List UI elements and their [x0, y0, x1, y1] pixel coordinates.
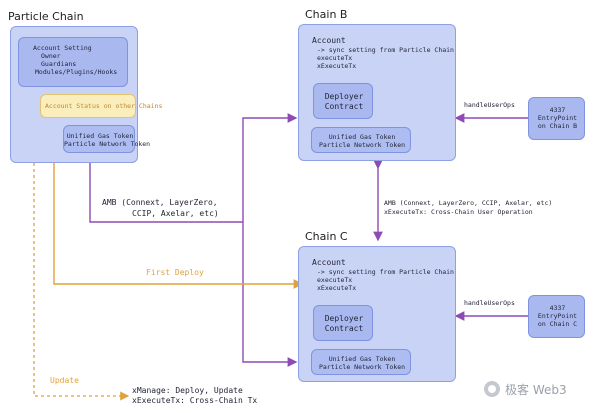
watermark-logo-icon	[484, 381, 500, 397]
update-label: Update	[50, 376, 79, 385]
watermark: 极客 Web3	[484, 378, 600, 400]
entrypoint-b-line2: EntryPoint	[537, 114, 578, 122]
chain-b-handle-label: handleUserOps	[464, 101, 515, 109]
chain-b-deployer-line1: Deployer	[324, 92, 364, 101]
chain-b-deployer-line2: Contract	[324, 102, 364, 111]
chain-b-gas-box: Unified Gas Token Particle Network Token	[311, 127, 411, 153]
entrypoint-c-box: 4337 EntryPoint on Chain C	[528, 295, 585, 338]
chain-b-gas-line1: Unified Gas Token	[328, 133, 396, 141]
amb-arrow-to-chain-c	[242, 222, 298, 367]
account-setting-title: Account Setting	[33, 44, 92, 52]
entrypoint-b-line1: 4337	[549, 106, 566, 114]
account-status-box: Account Status on other Chains	[40, 94, 162, 118]
first-deploy-arrow	[53, 148, 304, 289]
chain-c-box: Account -> sync setting from Particle Ch…	[298, 246, 456, 382]
owner-label: Owner	[41, 52, 61, 60]
account-setting-box: Account Setting Owner Guardians Modules/…	[18, 37, 128, 87]
update-arrow	[33, 163, 130, 401]
entrypoint-c-line3: on Chain C	[537, 320, 578, 328]
amb-arrow-main	[89, 163, 243, 223]
chain-b-xexecutetx: xExecuteTx	[317, 62, 357, 70]
particle-gas-box: Unified Gas Token Particle Network Token	[63, 125, 151, 153]
entrypoint-b-box: 4337 EntryPoint on Chain B	[528, 97, 585, 140]
chain-c-gas-line2: Particle Network Token	[318, 363, 406, 371]
chain-c-executetx: executeTx	[317, 276, 353, 284]
particle-gas-line1: Unified Gas Token	[66, 132, 134, 140]
amb-bc-line2: xExecuteTx: Cross-Chain User Operation	[384, 208, 533, 216]
amb-arrow-to-chain-b	[242, 113, 298, 222]
chain-b-title: Chain B	[305, 8, 348, 21]
chain-c-deployer-line2: Contract	[324, 324, 364, 333]
chain-c-gas-line1: Unified Gas Token	[328, 355, 396, 363]
first-deploy-label: First Deploy	[146, 268, 204, 277]
account-status-label: Account Status on other Chains	[45, 102, 163, 110]
chain-c-xexecutetx: xExecuteTx	[317, 284, 357, 292]
chain-b-executetx: executeTx	[317, 54, 353, 62]
guardians-label: Guardians	[41, 60, 77, 68]
chain-c-handle-label: handleUserOps	[464, 299, 515, 307]
watermark-text: 极客 Web3	[505, 382, 567, 397]
entrypoint-c-line1: 4337	[549, 304, 566, 312]
particle-chain-title: Particle Chain	[8, 10, 84, 23]
chain-b-deployer-box: Deployer Contract	[313, 83, 373, 119]
chain-c-title: Chain C	[305, 230, 348, 243]
chain-b-gas-line2: Particle Network Token	[318, 141, 406, 149]
chain-b-box: Account -> sync setting from Particle Ch…	[298, 24, 456, 161]
amb-bc-line1: AMB (Connext, LayerZero, CCIP, Axelar, e…	[384, 199, 553, 207]
particle-chain-box: Account Setting Owner Guardians Modules/…	[10, 26, 162, 163]
legend-xexecutetx: xExecuteTx: Cross-Chain Tx	[132, 396, 258, 405]
chain-c-account-title: Account	[312, 258, 346, 267]
legend-xmanage: xManage: Deploy, Update	[132, 386, 243, 395]
amb-left-line2: CCIP, Axelar, etc)	[132, 209, 219, 218]
entrypoint-b-line3: on Chain B	[537, 122, 578, 130]
entrypoint-c-line2: EntryPoint	[537, 312, 578, 320]
chain-c-gas-box: Unified Gas Token Particle Network Token	[311, 349, 411, 375]
chain-b-account-title: Account	[312, 36, 346, 45]
chain-c-sync: -> sync setting from Particle Chain	[317, 268, 454, 276]
amb-left-line1: AMB (Connext, LayerZero,	[102, 198, 218, 207]
chain-c-deployer-box: Deployer Contract	[313, 305, 373, 341]
chain-c-deployer-line1: Deployer	[324, 314, 364, 323]
particle-gas-line2: Particle Network Token	[64, 140, 151, 148]
modules-label: Modules/Plugins/Hooks	[35, 68, 118, 76]
chain-b-sync: -> sync setting from Particle Chain	[317, 46, 454, 54]
